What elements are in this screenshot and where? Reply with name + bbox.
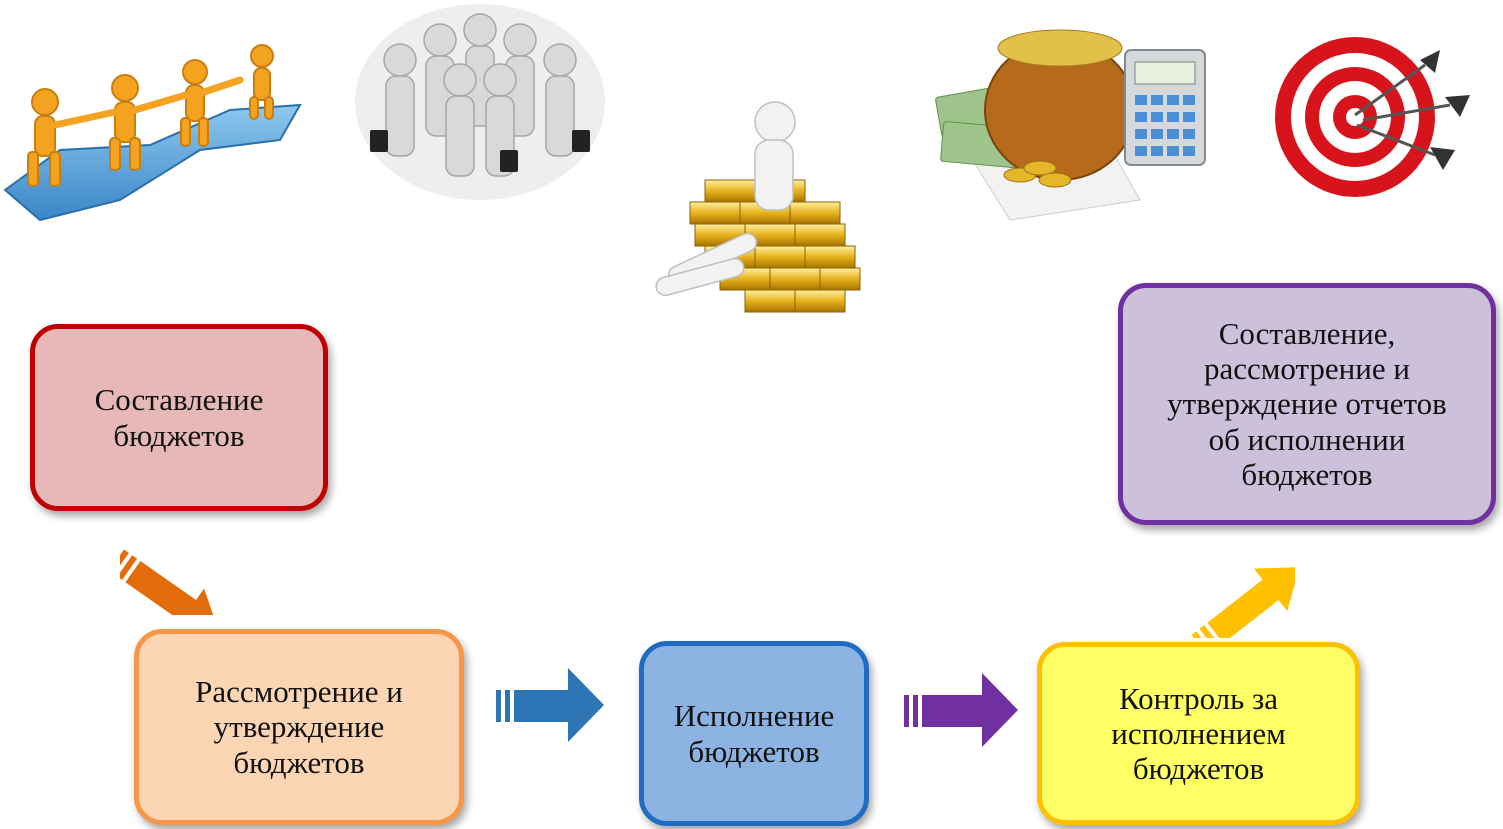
business-team-icon	[355, 4, 605, 200]
teamwork-puzzle-icon	[3, 44, 302, 222]
arrow-execute-to-control	[904, 673, 1018, 747]
arrow-compile-to-review	[120, 549, 219, 615]
target-darts-icon	[1275, 37, 1470, 197]
arrow-review-to-execute	[496, 668, 604, 742]
step-execute-box: Исполнение бюджетов	[639, 641, 869, 826]
step-control-box: Контроль за исполнением бюджетов	[1037, 642, 1360, 825]
money-pot-calculator-icon	[935, 29, 1206, 221]
step-report-box: Составление, рассмотрение и утверждение …	[1118, 283, 1496, 525]
step-compile-label: Составление бюджетов	[94, 382, 264, 453]
arrow-control-to-report	[1191, 567, 1295, 638]
gold-bars-icon	[655, 101, 861, 313]
step-control-label: Контроль за исполнением бюджетов	[1111, 680, 1286, 786]
step-compile-box: Составление бюджетов	[30, 324, 328, 511]
step-report-label: Составление, рассмотрение и утверждение …	[1167, 316, 1447, 492]
step-review-box: Рассмотрение и утверждение бюджетов	[134, 629, 464, 825]
step-review-label: Рассмотрение и утверждение бюджетов	[195, 674, 403, 780]
step-execute-label: Исполнение бюджетов	[673, 698, 835, 769]
